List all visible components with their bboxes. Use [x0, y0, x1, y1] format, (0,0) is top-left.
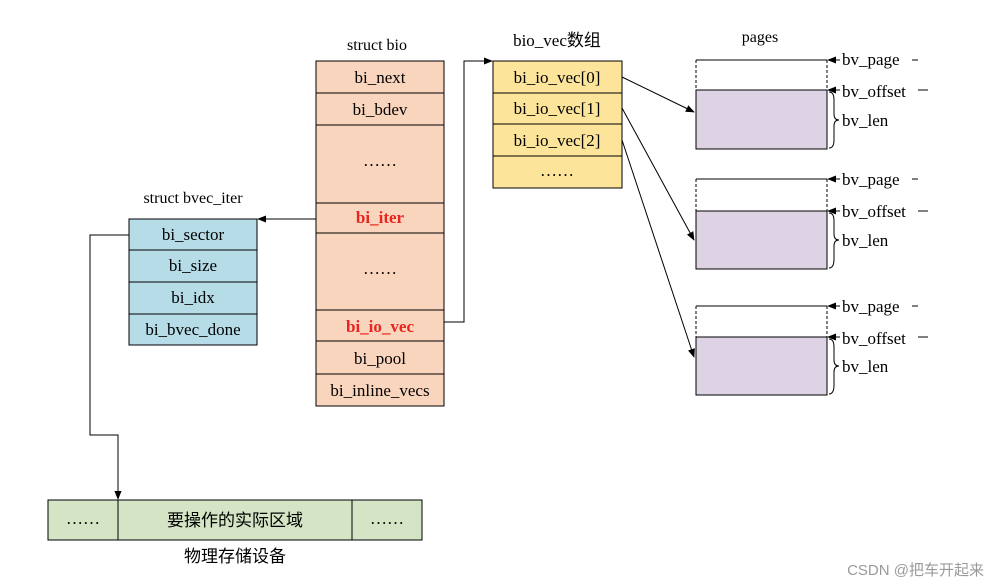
page1-bv-len-label: bv_len	[842, 111, 889, 130]
bio-field-bi-bdev: bi_bdev	[353, 100, 408, 119]
page2-bv-page-label: bv_page	[842, 170, 900, 189]
page2-bv-offset-label: bv_offset	[842, 202, 906, 221]
bio-field-bi-inline-vecs: bi_inline_vecs	[330, 381, 429, 400]
arrow-vec1-to-page2	[621, 107, 695, 241]
page-labels-1	[827, 49, 928, 149]
arrow-bi-io-vec-to-bio-vec	[444, 57, 493, 323]
page-labels-3	[827, 296, 928, 395]
page3-bv-offset-label: bv_offset	[842, 329, 906, 348]
bio-field-bi-io-vec: bi_io_vec	[346, 317, 414, 336]
struct-bio-box	[315, 60, 445, 407]
storage-device-box	[47, 499, 423, 541]
bio-field-bi-next: bi_next	[355, 68, 406, 87]
page3-bv-page-label: bv_page	[842, 297, 900, 316]
pages-title: pages	[742, 29, 778, 46]
bvec-iter-field-bi-idx: bi_idx	[171, 288, 215, 307]
page1-bv-offset-label: bv_offset	[842, 82, 906, 101]
bio-vec-item-ellipsis: ……	[540, 161, 574, 180]
watermark: CSDN @把车开起来	[847, 562, 984, 579]
arrow-vec0-to-page1	[621, 76, 695, 113]
bio-field-ellipsis-2: ……	[363, 259, 397, 278]
page3-bv-len-label: bv_len	[842, 357, 889, 376]
page-block-2	[695, 178, 828, 270]
bvec-iter-field-bi-sector: bi_sector	[162, 225, 225, 244]
bio-field-bi-pool: bi_pool	[354, 349, 406, 368]
arrow-bi-sector-to-storage	[89, 234, 129, 500]
bio-vec-item-1: bi_io_vec[1]	[514, 99, 601, 118]
bvec-iter-title: struct bvec_iter	[143, 190, 243, 207]
arrow-vec2-to-page3	[621, 139, 695, 358]
bvec-iter-field-bi-size: bi_size	[169, 256, 217, 275]
struct-bio-title: struct bio	[347, 37, 407, 54]
page-labels-2	[827, 169, 928, 269]
page2-bv-len-label: bv_len	[842, 231, 889, 250]
bio-vec-item-2: bi_io_vec[2]	[514, 131, 601, 150]
bio-field-bi-iter: bi_iter	[356, 208, 405, 227]
bio-vec-item-0: bi_io_vec[0]	[514, 68, 601, 87]
page-block-1	[695, 59, 828, 150]
storage-target-region: 要操作的实际区域	[167, 511, 303, 530]
storage-left-ellipsis: ……	[66, 509, 100, 528]
bio-vec-box	[492, 60, 623, 189]
storage-caption: 物理存储设备	[184, 547, 286, 566]
bio-field-ellipsis-1: ……	[363, 151, 397, 170]
bvec-iter-box	[128, 218, 258, 346]
bio-vec-title: bio_vec数组	[513, 31, 601, 50]
page1-bv-page-label: bv_page	[842, 50, 900, 69]
bvec-iter-field-bi-bvec-done: bi_bvec_done	[145, 320, 240, 339]
page-block-3	[695, 305, 828, 396]
storage-right-ellipsis: ……	[370, 509, 404, 528]
